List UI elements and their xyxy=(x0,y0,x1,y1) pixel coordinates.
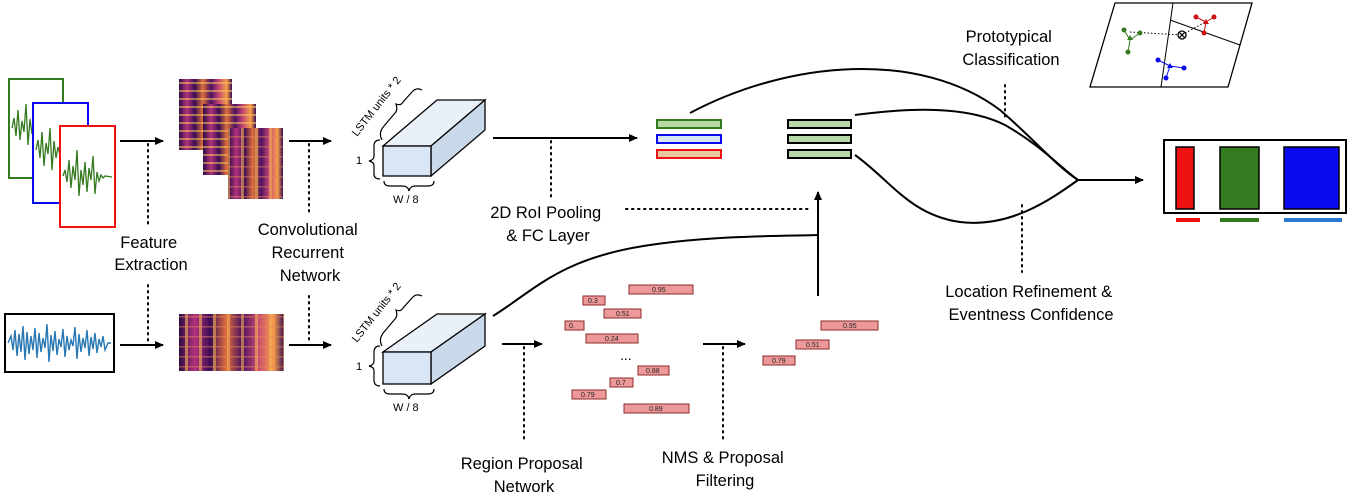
svg-text:0.: 0. xyxy=(569,323,575,330)
svg-text:0.79: 0.79 xyxy=(581,392,595,399)
proposal-box: 0.95 xyxy=(628,284,694,295)
proposal-box: 0.79 xyxy=(762,355,796,366)
crnn-output-tensor-bottom xyxy=(368,294,488,400)
curve-rpn-features xyxy=(492,234,819,317)
pooled-feature-vectors xyxy=(656,119,722,159)
rpn-label: Region Proposal Network xyxy=(461,455,588,496)
svg-text:0.51: 0.51 xyxy=(616,311,630,318)
filtered-proposals: 0.95 0.51 0.79 xyxy=(762,320,879,366)
svg-text:0.7: 0.7 xyxy=(616,380,626,387)
width-label-top: W / 8 xyxy=(393,194,419,206)
output-class-bar xyxy=(1175,146,1195,210)
roi-pooling-label: 2D RoI Pooling & FC Layer xyxy=(490,204,606,245)
fc-feature-vectors xyxy=(787,119,852,159)
proposal-box: 0.89 xyxy=(623,403,690,414)
svg-text:0.89: 0.89 xyxy=(649,406,663,413)
svg-text:0.24: 0.24 xyxy=(605,336,619,343)
proposal-ellipsis: ... xyxy=(620,347,632,363)
crnn-output-tensor-top xyxy=(368,88,487,192)
region-proposals: 0.95 0.3 0.51 0. 0.24 ... 0.88 0.7 0.79 … xyxy=(564,284,694,414)
stacked-spectrograms xyxy=(179,79,283,199)
svg-text:0.3: 0.3 xyxy=(588,298,598,305)
proposal-box: 0.88 xyxy=(637,365,670,376)
svg-text:0.88: 0.88 xyxy=(646,368,660,375)
feature-extraction-label: Feature Extraction xyxy=(114,234,187,274)
output-detections xyxy=(1163,139,1347,222)
proposal-box: 0.79 xyxy=(571,389,607,400)
lstm-units-label-bottom: LSTM units * 2 xyxy=(350,281,404,345)
lstm-units-label-top: LSTM units * 2 xyxy=(350,75,404,139)
svg-text:0.51: 0.51 xyxy=(806,342,820,349)
multichannel-waveforms xyxy=(8,78,116,228)
proposal-box: 0.51 xyxy=(603,308,642,319)
proposal-box: 0. xyxy=(564,320,585,331)
prototype-embedding-space xyxy=(1089,2,1253,88)
width-label-bottom: W / 8 xyxy=(393,402,419,414)
single-spectrogram xyxy=(179,314,284,371)
curve-proto-head-1 xyxy=(689,67,1079,181)
height-label-top: 1 xyxy=(356,155,362,167)
proposal-box: 0.3 xyxy=(582,295,606,306)
proposal-box: 0.24 xyxy=(585,333,639,344)
single-channel-waveform xyxy=(4,313,115,373)
proposal-box: 0.7 xyxy=(609,377,634,388)
location-label: Location Refinement & Eventness Confiden… xyxy=(945,283,1117,324)
svg-text:0.95: 0.95 xyxy=(843,323,857,330)
curve-location-head xyxy=(854,154,1079,224)
curve-proto-head-2 xyxy=(854,108,1079,181)
output-class-bar xyxy=(1219,146,1260,210)
height-label-bottom: 1 xyxy=(356,361,362,373)
proposal-box: 0.51 xyxy=(795,339,830,350)
output-class-bar xyxy=(1283,146,1340,210)
nms-label: NMS & Proposal Filtering xyxy=(662,449,789,490)
svg-text:0.79: 0.79 xyxy=(772,358,786,365)
prototypical-label: Prototypical Classification xyxy=(962,28,1059,69)
crnn-label: Convolutional Recurrent Network xyxy=(258,221,363,285)
svg-text:0.95: 0.95 xyxy=(652,287,666,294)
proposal-box: 0.95 xyxy=(820,320,879,331)
